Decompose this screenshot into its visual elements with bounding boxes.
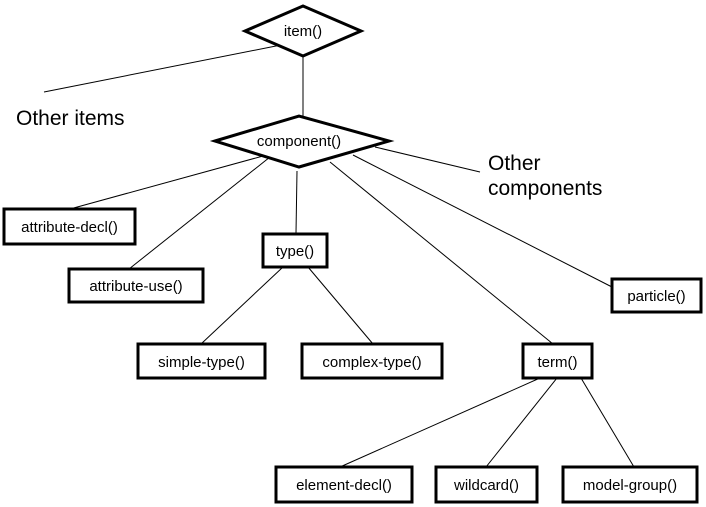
model-group-box	[561, 465, 699, 504]
item-label: item()	[284, 23, 322, 40]
node-wildcard: wildcard()	[434, 465, 539, 504]
other-items-label: Other items	[16, 107, 125, 130]
node-attribute-decl: attribute-decl()	[2, 207, 137, 246]
connector-term-wildcard	[485, 377, 558, 468]
node-item: item()	[241, 4, 365, 58]
connector-component-particle	[352, 154, 613, 288]
node-model-group: model-group()	[561, 465, 699, 504]
connector-component-other-components	[374, 146, 481, 173]
connector-component-attribute-use	[128, 156, 271, 270]
connector-type-simple-type	[200, 266, 284, 345]
item-diamond	[241, 4, 365, 58]
connector-term-element-decl	[339, 377, 541, 468]
term-label: term()	[538, 354, 578, 371]
complex-type-box	[300, 342, 444, 380]
connector-item-other-items	[43, 42, 292, 93]
wildcard-box	[434, 465, 539, 504]
simple-type-box	[136, 342, 267, 380]
node-complex-type: complex-type()	[300, 342, 444, 380]
component-diamond	[209, 114, 395, 169]
node-term: term()	[521, 342, 594, 380]
connector-component-attribute-decl	[69, 155, 264, 210]
attribute-use-label: attribute-use()	[89, 278, 182, 295]
simple-type-label: simple-type()	[158, 354, 245, 371]
node-element-decl: element-decl()	[274, 465, 414, 504]
node-simple-type: simple-type()	[136, 342, 267, 380]
connector-component-type	[295, 170, 298, 234]
component-label: component()	[257, 133, 341, 150]
connector-term-model-group	[580, 377, 635, 468]
node-attribute-use: attribute-use()	[67, 267, 205, 304]
other-components-label-line2: components	[488, 177, 602, 200]
type-box	[261, 232, 329, 269]
node-type: type()	[261, 232, 329, 269]
attribute-decl-box	[2, 207, 137, 246]
model-group-label: model-group()	[583, 477, 677, 494]
complex-type-label: complex-type()	[322, 354, 421, 371]
node-particle: particle()	[610, 277, 703, 314]
other-components-label-line1: Other	[488, 152, 541, 175]
node-component: component()	[209, 114, 395, 169]
connectors	[43, 42, 635, 468]
wildcard-label: wildcard()	[453, 477, 519, 494]
attribute-decl-label: attribute-decl()	[21, 219, 118, 236]
connector-type-complex-type	[307, 266, 374, 345]
particle-box	[610, 277, 703, 314]
term-box	[521, 342, 594, 380]
attribute-use-box	[67, 267, 205, 304]
element-decl-box	[274, 465, 414, 504]
type-label: type()	[276, 243, 314, 260]
element-decl-label: element-decl()	[296, 477, 392, 494]
connector-component-term	[329, 161, 554, 345]
particle-label: particle()	[627, 288, 685, 305]
